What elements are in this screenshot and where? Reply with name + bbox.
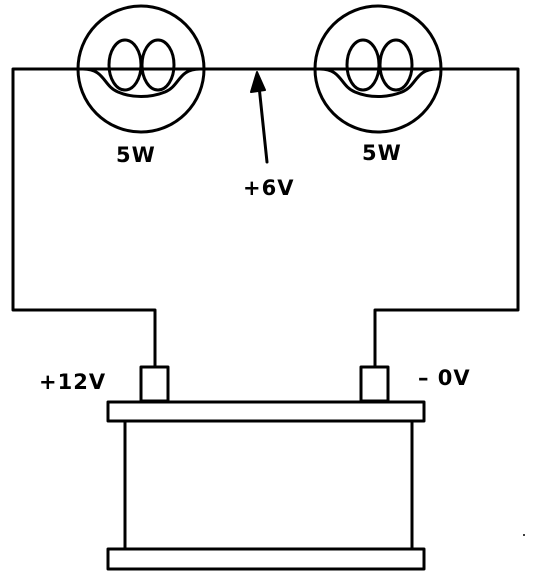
scan-speck [523,534,525,536]
battery-top-cap [106,400,426,423]
battery [106,400,426,571]
lamp-1-coil-right [140,38,176,92]
lamp-1-filament [81,67,202,98]
lamp-1-rating-label: 5W [116,143,156,167]
battery-bottom-cap [106,547,426,571]
midpoint-voltage-label: +6V [243,176,295,200]
lamp-1-coil-left [107,38,143,92]
lamp-2 [313,4,443,134]
negative-terminal-post [359,365,390,403]
wire-loop [11,67,520,370]
battery-body [123,419,414,551]
lamp-2-rating-label: 5W [362,141,402,165]
positive-terminal-post [139,365,170,403]
negative-terminal-label: – 0V [418,366,471,390]
lamp-2-filament [318,67,439,98]
lamp-1 [76,4,206,134]
midpoint-arrow [250,71,269,164]
lamp-1-bulb [76,4,206,134]
positive-terminal-label: +12V [39,370,107,394]
lamp-2-bulb [313,4,443,134]
lamp-2-coil-left [345,38,381,92]
lamp-2-coil-right [378,38,414,92]
